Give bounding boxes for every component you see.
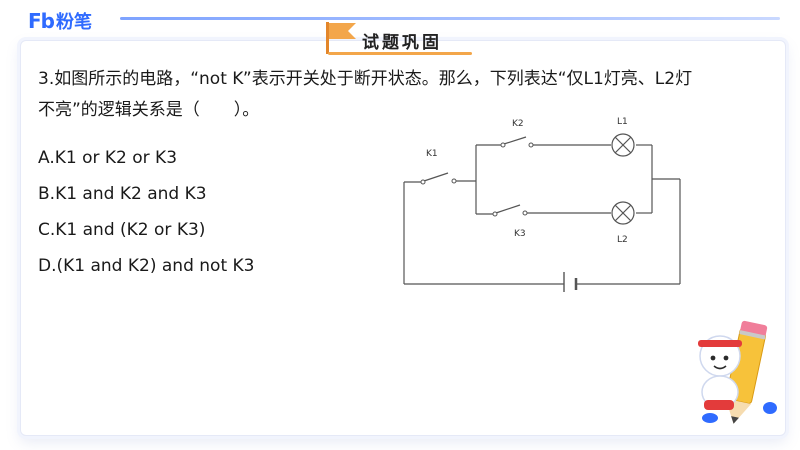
battery-icon	[563, 272, 578, 292]
label-k2: K2	[512, 119, 524, 129]
option-a[interactable]: A.K1 or K2 or K3	[38, 148, 178, 168]
answer-options: A.K1 or K2 or K3 B.K1 and K2 and K3 C.K1…	[38, 140, 254, 284]
logo-mark: Fb	[28, 9, 55, 33]
question-card	[20, 40, 786, 436]
label-l2: L2	[617, 235, 628, 245]
logo-text: 粉笔	[55, 12, 92, 33]
section-banner: 试题巩固	[322, 20, 474, 58]
question-line-1: 3.如图所示的电路，“not K”表示开关处于断开状态。那么，下列表达“仅L1灯…	[38, 69, 693, 89]
question-line-2: 不亮”的逻辑关系是（ ）。	[38, 100, 260, 120]
option-b[interactable]: B.K1 and K2 and K3	[38, 184, 207, 204]
flag-icon	[326, 22, 356, 54]
question-text: 3.如图所示的电路，“not K”表示开关处于断开状态。那么，下列表达“仅L1灯…	[38, 64, 778, 126]
circuit-diagram: K1 K2 K3 L1 L2	[403, 117, 681, 292]
banner-underline	[328, 52, 472, 55]
lamp-l2-icon	[611, 201, 635, 225]
header-divider	[120, 17, 780, 20]
option-c[interactable]: C.K1 and (K2 or K3)	[38, 220, 206, 240]
lamp-l1-icon	[611, 133, 635, 157]
label-l1: L1	[617, 117, 628, 127]
section-title: 试题巩固	[362, 33, 442, 53]
option-d[interactable]: D.(K1 and K2) and not K3	[38, 256, 255, 276]
fenbi-logo: Fb 粉笔	[28, 9, 92, 33]
label-k1: K1	[426, 149, 438, 159]
pencil-mascot-illustration	[698, 320, 777, 424]
label-k3: K3	[514, 229, 526, 239]
